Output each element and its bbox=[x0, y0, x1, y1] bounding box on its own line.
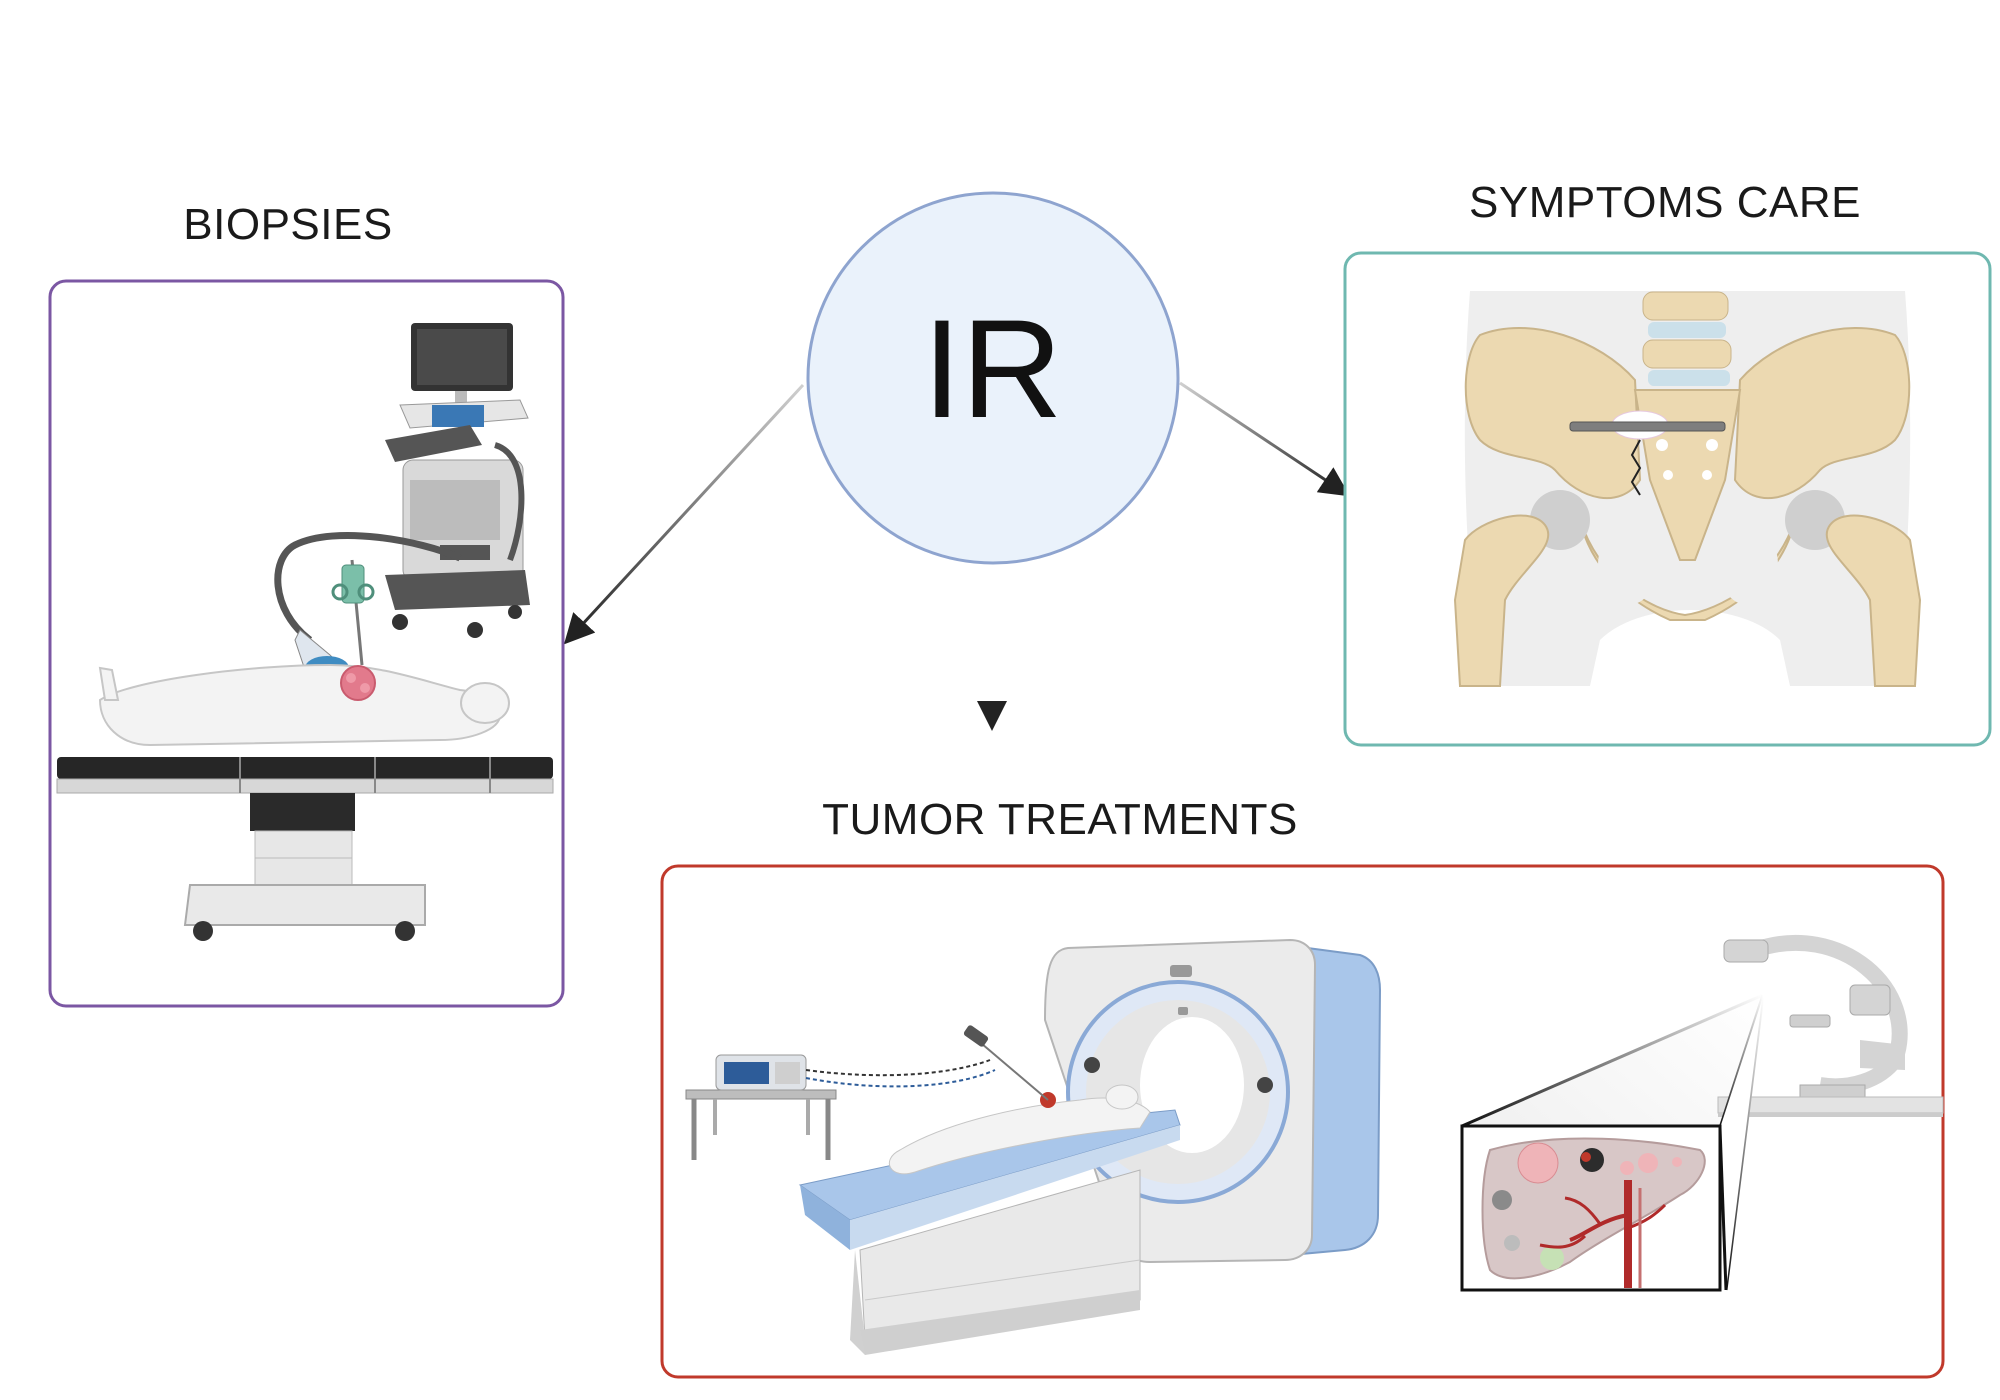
tumor-treatments-label: TUMOR TREATMENTS bbox=[822, 795, 1298, 844]
pelvis-sacroplasty-illustration bbox=[1440, 291, 1935, 687]
arrow-to-biopsies bbox=[563, 383, 805, 645]
biopsies-label: BIOPSIES bbox=[183, 200, 393, 249]
ultrasound-biopsy-illustration bbox=[56, 323, 554, 941]
symptoms-care-label: SYMPTOMS CARE bbox=[1469, 178, 1861, 227]
ir-circle bbox=[806, 191, 1180, 565]
ct-guided-ablation-illustration bbox=[685, 938, 1382, 1355]
ir-label: IR bbox=[922, 290, 1063, 447]
tumor-organ bbox=[340, 665, 376, 701]
c-arm-liver-embolization-illustration bbox=[1460, 934, 1944, 1292]
arrow-to-symptoms-care bbox=[1179, 381, 1350, 497]
